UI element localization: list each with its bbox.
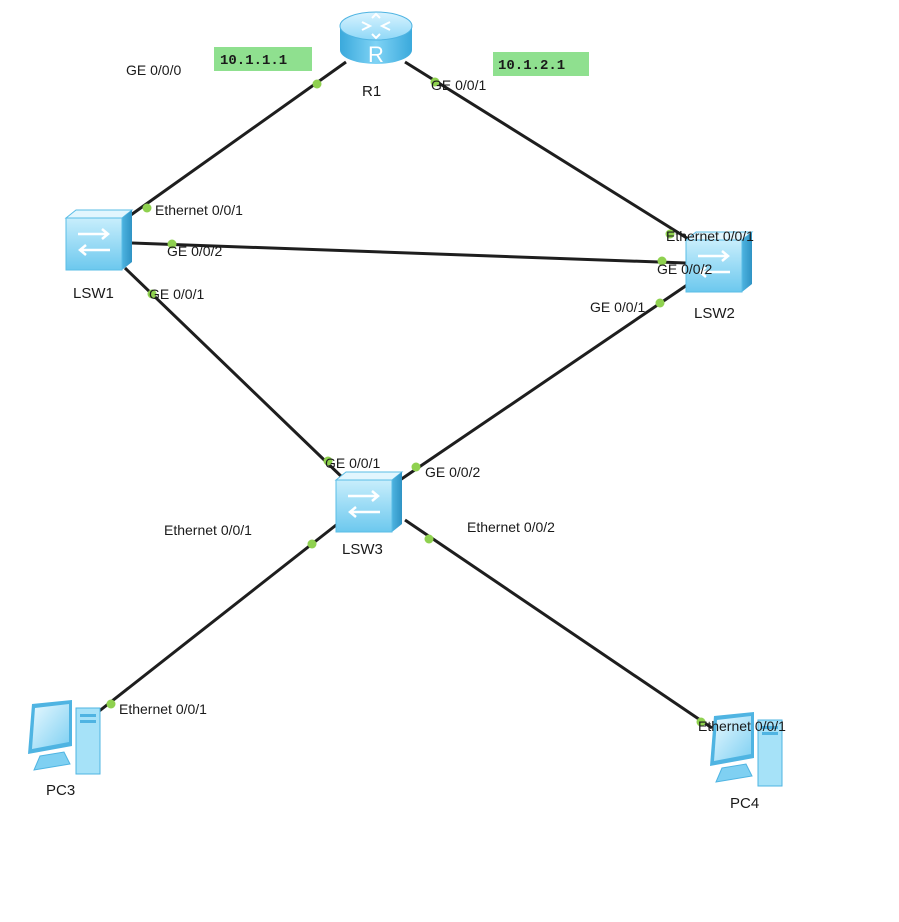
port-label-r1-ge001: GE 0/0/1 [431, 77, 486, 93]
device-label-pc3: PC3 [46, 782, 75, 799]
port-dot-lsw3-ge001[interactable] [323, 456, 333, 466]
port-dot-lsw2-ge001[interactable] [655, 298, 665, 308]
pc-pc4[interactable] [710, 712, 783, 787]
port-label-pc4-eth001: Ethernet 0/0/1 [698, 718, 786, 734]
port-dot-lsw3-eth001[interactable] [307, 539, 317, 549]
ip-tag-text: 10.1.1.1 [220, 53, 287, 69]
port-label-lsw3-ge002: GE 0/0/2 [425, 464, 480, 480]
port-dot-lsw2-eth001[interactable] [665, 229, 675, 239]
port-dot-lsw3-ge002[interactable] [411, 462, 421, 472]
port-label-lsw1-ge001: GE 0/0/1 [149, 286, 204, 302]
link-r1-lsw2[interactable] [404, 60, 691, 242]
pc-pc3[interactable] [28, 700, 101, 775]
port-dot-lsw3-eth002[interactable] [424, 534, 434, 544]
device-label-lsw2: LSW2 [694, 305, 735, 322]
link-lsw3-pc3[interactable] [97, 520, 341, 714]
link-lsw2-lsw3[interactable] [399, 281, 691, 482]
port-label-lsw3-ge001: GE 0/0/1 [325, 455, 380, 471]
port-dot-lsw1-ge002[interactable] [167, 239, 177, 249]
port-dot-lsw1-ge001[interactable] [147, 289, 157, 299]
switch-lsw3[interactable] [334, 471, 404, 533]
device-label-r1: R1 [362, 83, 381, 100]
switch-icon [684, 231, 754, 293]
switch-lsw2[interactable] [684, 231, 754, 293]
port-dot-lsw1-eth001[interactable] [142, 203, 152, 213]
switch-lsw1[interactable] [64, 209, 134, 271]
port-dot-r1-ge000[interactable] [312, 79, 322, 89]
port-label-lsw1-eth001: Ethernet 0/0/1 [155, 202, 243, 218]
port-labels: GE 0/0/0 GE 0/0/1 Ethernet 0/0/1 GE 0/0/… [119, 62, 786, 734]
router-r1[interactable]: R [339, 11, 413, 67]
port-label-lsw2-eth001: Ethernet 0/0/1 [666, 228, 754, 244]
port-dot-lsw2-ge002[interactable] [657, 256, 667, 266]
port-label-lsw3-eth002: Ethernet 0/0/2 [467, 519, 555, 535]
router-icon: R [339, 11, 413, 67]
port-label-r1-ge000: GE 0/0/0 [126, 62, 181, 78]
link-lsw3-pc4[interactable] [404, 518, 713, 730]
pc-icon [710, 712, 783, 787]
switch-icon [334, 471, 404, 533]
device-label-lsw1: LSW1 [73, 285, 114, 302]
link-lsw1-lsw3[interactable] [123, 266, 347, 482]
port-dot-r1-ge001[interactable] [430, 77, 440, 87]
port-dot-pc3-eth001[interactable] [106, 699, 116, 709]
link-lsw1-lsw2[interactable] [131, 241, 687, 265]
port-dot-pc4-eth001[interactable] [696, 717, 706, 727]
port-label-lsw1-ge002: GE 0/0/2 [167, 243, 222, 259]
ip-tag-r1-ge000: 10.1.1.1 [214, 47, 312, 71]
ip-tag-r1-ge001: 10.1.2.1 [493, 52, 589, 76]
port-label-lsw2-ge002: GE 0/0/2 [657, 261, 712, 277]
port-label-pc3-eth001: Ethernet 0/0/1 [119, 701, 207, 717]
switch-icon [64, 209, 134, 271]
port-dots [106, 77, 706, 727]
svg-text:R: R [368, 42, 384, 67]
port-label-lsw3-eth001: Ethernet 0/0/1 [164, 522, 252, 538]
pc-icon [28, 700, 101, 775]
device-label-lsw3: LSW3 [342, 541, 383, 558]
ip-tag-text: 10.1.2.1 [498, 58, 565, 74]
link-r1-lsw1[interactable] [127, 60, 347, 219]
port-label-lsw2-ge001: GE 0/0/1 [590, 299, 645, 315]
device-label-pc4: PC4 [730, 795, 759, 812]
links [97, 60, 713, 730]
